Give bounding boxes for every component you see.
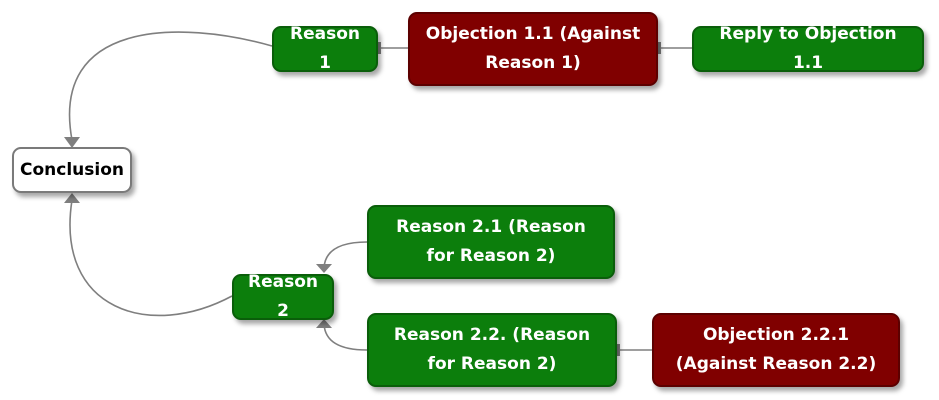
arrowhead-into-conclusion-top — [64, 137, 80, 148]
objection-2-2-1-node[interactable]: Objection 2.2.1 (Against Reason 2.2) — [652, 313, 900, 387]
bar-marker-at-reason2-2 — [617, 344, 620, 356]
conclusion-node[interactable]: Conclusion — [12, 147, 132, 193]
bar-marker-at-objection1-1 — [658, 42, 661, 54]
reason-2-1-label: Reason 2.1 (Reason for Reason 2) — [396, 217, 586, 266]
connector-reason2-1-to-reason2 — [323, 241, 368, 269]
arrowhead-into-conclusion-bottom — [64, 193, 80, 203]
connector-reason2-2-to-reason2 — [323, 323, 368, 351]
reply-to-objection-1-1-label: Reply to Objection 1.1 — [719, 24, 897, 73]
objection-1-1-node[interactable]: Objection 1.1 (Against Reason 1) — [408, 12, 658, 86]
connector-reason2-to-conclusion — [69, 199, 233, 317]
reason-2-2-label: Reason 2.2. (Reason for Reason 2) — [393, 325, 591, 374]
connector-reason1-to-conclusion — [68, 31, 273, 141]
reason-1-node[interactable]: Reason 1 — [272, 24, 378, 73]
reason-2-2-node[interactable]: Reason 2.2. (Reason for Reason 2) — [367, 313, 617, 387]
conclusion-label: Conclusion — [20, 159, 124, 180]
reason-2-label: Reason 2 — [248, 272, 318, 321]
arrowhead-into-reason2-bottom — [316, 319, 332, 328]
reason-1-label: Reason 1 — [290, 24, 360, 73]
objection-1-1-label: Objection 1.1 (Against Reason 1) — [425, 24, 641, 73]
reply-to-objection-1-1-node[interactable]: Reply to Objection 1.1 — [692, 24, 924, 73]
reason-2-node[interactable]: Reason 2 — [232, 272, 334, 321]
arrowhead-into-reason2-top — [316, 264, 332, 273]
objection-2-2-1-label: Objection 2.2.1 (Against Reason 2.2) — [675, 325, 877, 374]
reason-2-1-node[interactable]: Reason 2.1 (Reason for Reason 2) — [367, 205, 615, 279]
bar-marker-at-reason1 — [378, 42, 381, 54]
